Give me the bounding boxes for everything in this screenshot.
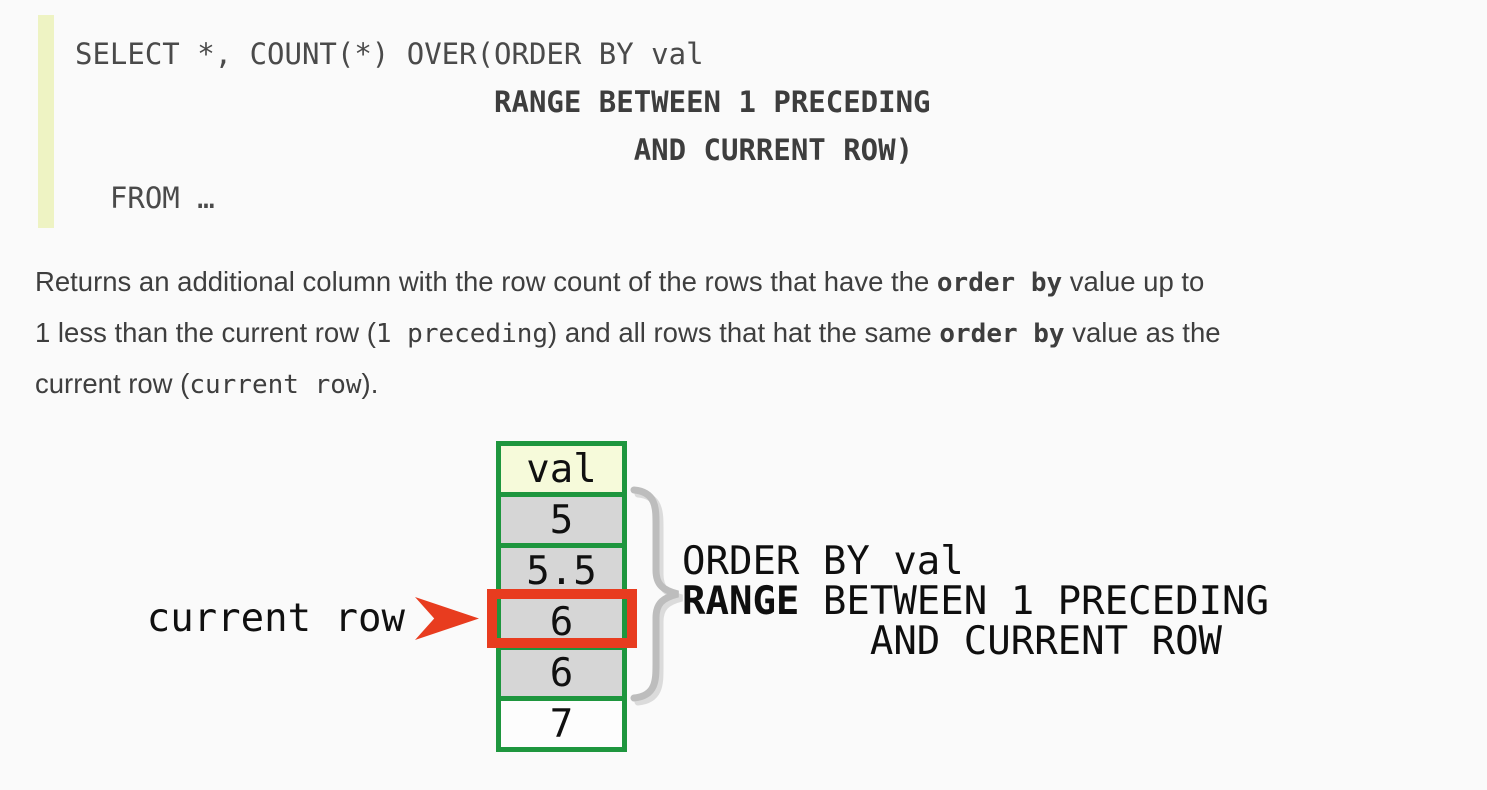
inline-code-current-row: current row	[189, 370, 362, 400]
paragraph-text: value as the	[1064, 317, 1221, 348]
current-row-arrow-icon	[415, 597, 479, 640]
code-line-and-current-row: AND CURRENT ROW)	[75, 133, 914, 167]
paragraph-text: ) and all rows that hat the same	[548, 317, 940, 348]
paragraph-text: value up to	[1062, 266, 1205, 297]
val-table-header-cell: val	[496, 441, 627, 497]
paragraph-line-1: Returns an additional column with the ro…	[35, 257, 1475, 308]
curly-brace-icon	[630, 486, 679, 702]
frame-clause-range-keyword: RANGE	[682, 579, 800, 624]
code-line-from: FROM …	[75, 181, 215, 215]
paragraph-text: current row (	[35, 368, 190, 399]
code-line-select: SELECT *, COUNT(*) OVER(ORDER BY val	[75, 37, 704, 71]
frame-clause-line-3: AND CURRENT ROW	[682, 619, 1223, 664]
current-row-highlight-box	[487, 589, 637, 648]
frame-clause-line-2-rest: BETWEEN 1 PRECEDING	[799, 579, 1270, 624]
description-paragraph: Returns an additional column with the ro…	[35, 257, 1475, 410]
frame-clause-line-1: ORDER BY val	[682, 539, 964, 584]
code-accent-bar	[38, 15, 54, 228]
current-row-label: current row	[146, 596, 405, 641]
val-table-row: 6	[496, 645, 627, 701]
paragraph-text: 1 less than the current row (	[35, 317, 376, 348]
paragraph-line-2: 1 less than the current row (1 preceding…	[35, 308, 1475, 359]
paragraph-line-3: current row (current row).	[35, 359, 1475, 410]
code-line-range: RANGE BETWEEN 1 PRECEDING	[75, 85, 931, 119]
inline-code-1-preceding: 1 preceding	[375, 319, 549, 349]
paragraph-text: Returns an additional column with the ro…	[35, 266, 937, 297]
inline-code-order-by: order by	[936, 268, 1063, 298]
paragraph-text: ).	[361, 368, 379, 399]
val-table-row: 5	[496, 492, 627, 548]
frame-clause-line-2: RANGE BETWEEN 1 PRECEDING	[682, 582, 1269, 622]
inline-code-order-by: order by	[939, 319, 1065, 349]
val-table-row: 7	[496, 696, 627, 752]
sql-code: SELECT *, COUNT(*) OVER(ORDER BY val RAN…	[75, 30, 931, 222]
